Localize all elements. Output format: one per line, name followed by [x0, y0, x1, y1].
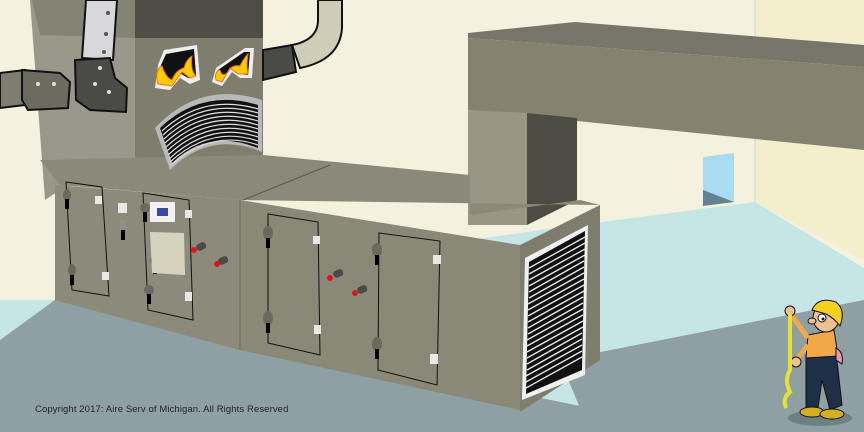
flex-duct-arms — [0, 0, 343, 114]
flaming-eyes — [155, 45, 254, 90]
access-doors — [65, 181, 441, 386]
plenum-top — [135, 0, 263, 38]
side-grille-vent — [522, 225, 588, 400]
info-placard — [150, 232, 185, 275]
doorway-window — [703, 153, 734, 205]
duct-horizontal — [468, 38, 864, 150]
door-hinges — [63, 189, 382, 359]
duct-vertical — [468, 110, 527, 225]
frowning-mouth-vent — [155, 94, 262, 170]
copyright-notice: Copyright 2017: Aire Serv of Michigan. A… — [35, 404, 289, 415]
duct-top — [468, 22, 864, 67]
unit-top — [40, 155, 600, 215]
door-labels — [95, 196, 441, 364]
technician-with-tape-measure — [782, 299, 852, 426]
red-indicator-lights — [191, 242, 368, 296]
